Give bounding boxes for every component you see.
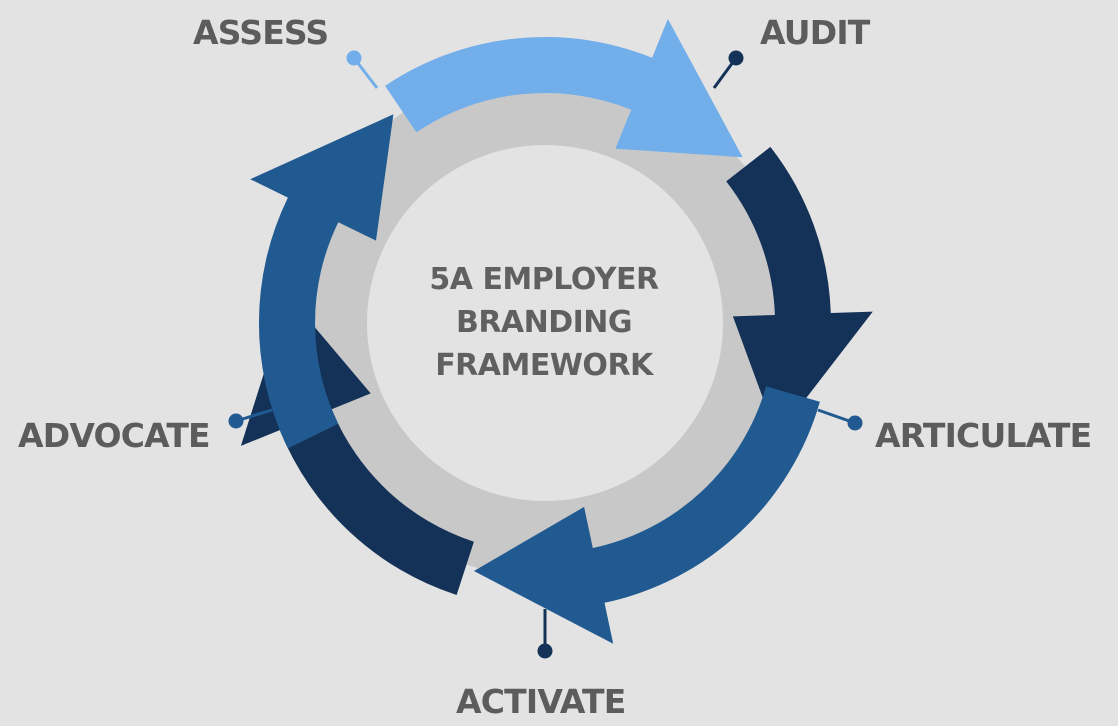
- label-connectors: [228, 50, 863, 659]
- inner-disc: [367, 145, 723, 501]
- connector-dot-assess: [346, 50, 362, 66]
- arrow-advocate: [250, 114, 394, 449]
- arrow-assess: [385, 18, 743, 158]
- connector-dot-activate: [537, 643, 553, 659]
- center-title-line-2: BRANDING: [455, 305, 633, 340]
- label-advocate: ADVOCATE: [18, 416, 211, 455]
- label-assess: ASSESS: [193, 13, 329, 52]
- connector-dot-advocate: [228, 413, 244, 429]
- label-articulate: ARTICULATE: [875, 416, 1092, 455]
- cycle-arrows: [240, 18, 873, 644]
- label-activate: ACTIVATE: [456, 682, 626, 721]
- center-title-line-3: FRAMEWORK: [435, 348, 653, 383]
- connector-dot-articulate: [847, 415, 863, 431]
- label-audit: AUDIT: [760, 13, 870, 52]
- arrow-articulate: [473, 386, 820, 644]
- center-title-line-1: 5A EMPLOYER: [429, 262, 659, 297]
- connector-dot-audit: [728, 50, 744, 66]
- arrow-audit: [726, 146, 873, 437]
- center-title: 5A EMPLOYER BRANDING FRAMEWORK: [394, 258, 694, 387]
